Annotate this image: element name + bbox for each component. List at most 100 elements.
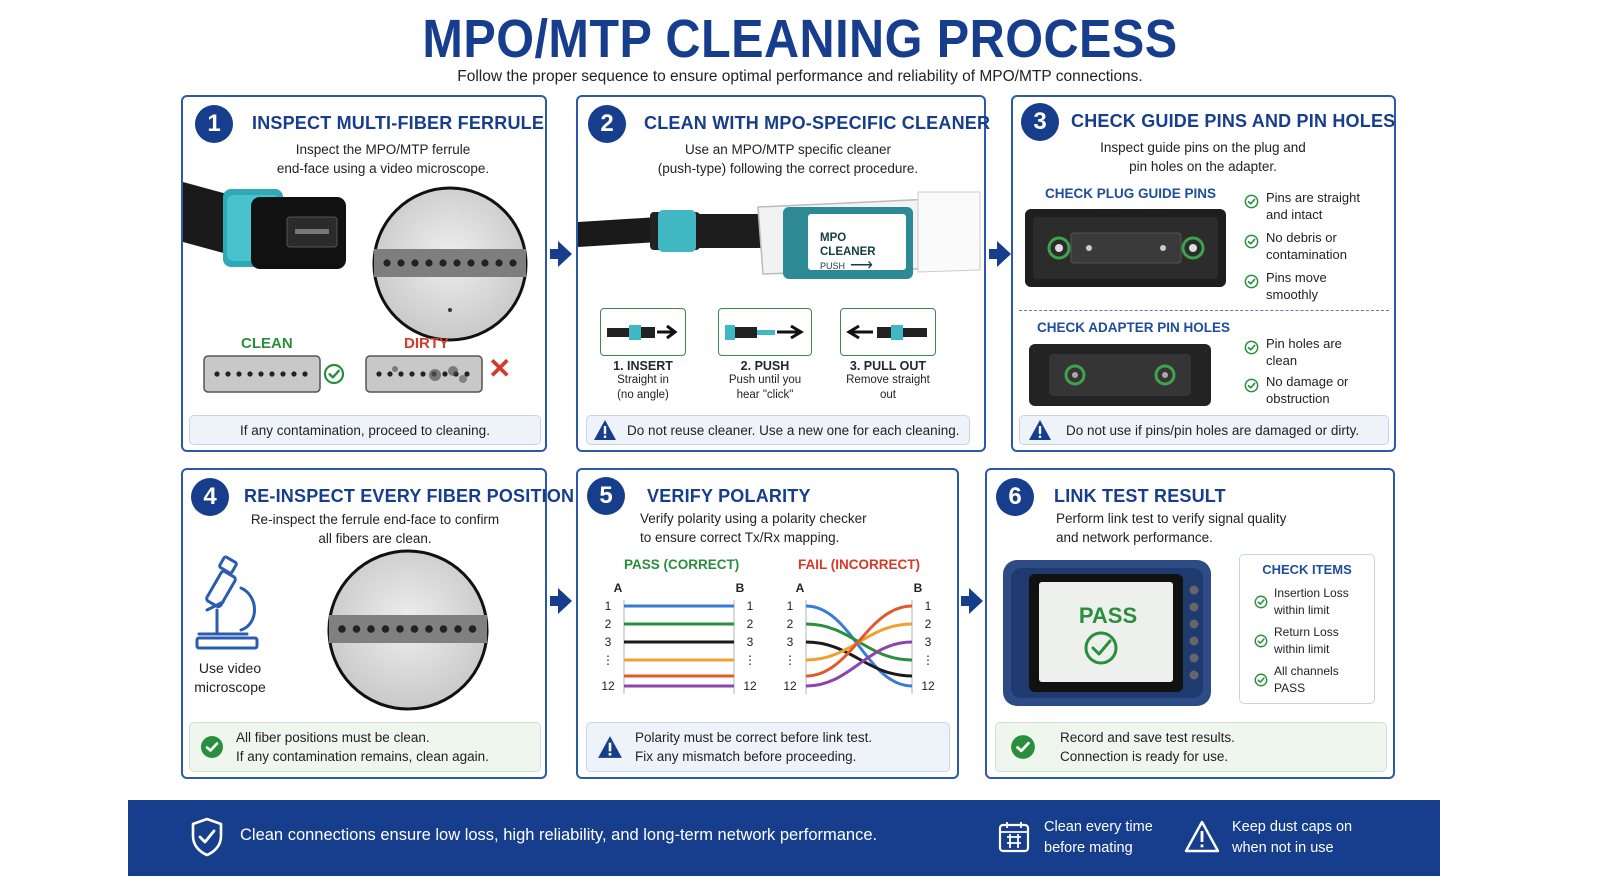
- fiber-dot: [410, 625, 419, 633]
- clean-check-icon: [323, 363, 345, 385]
- step-3-note: Do not use if pins/pin holes are damaged…: [1019, 415, 1389, 445]
- substep-insert-text: Straight in (no angle): [617, 374, 669, 401]
- fail-position-a-label: 1: [787, 599, 794, 613]
- warning-icon: [597, 735, 623, 759]
- fiber-dot: [442, 371, 448, 377]
- fail-fiber-line: [805, 640, 913, 688]
- step-5-number: 5: [587, 477, 625, 515]
- step-4-note: All fiber positions must be clean. If an…: [189, 722, 541, 772]
- pass-end-b-label: B: [736, 581, 745, 595]
- check-item-text: All channels PASS: [1274, 664, 1339, 695]
- adapter-holes-title: CHECK ADAPTER PIN HOLES: [1037, 320, 1231, 335]
- tester-screen-pass: PASS: [1078, 603, 1138, 628]
- fiber-dot: [225, 371, 231, 377]
- fiber-dot: [420, 371, 426, 377]
- fiber-dot: [495, 259, 503, 267]
- adapter-pin-holes-illustration: [1029, 344, 1211, 406]
- fiber-dot: [383, 259, 391, 267]
- fail-position-b-label: 3: [925, 635, 932, 649]
- substep-pull-out-title: 3. PULL OUT: [849, 359, 927, 373]
- fiber-dot: [464, 371, 470, 377]
- fiber-dot: [467, 259, 475, 267]
- check-icon: [1254, 673, 1268, 687]
- fiber-dot: [454, 625, 462, 633]
- fiber-dot: [425, 259, 433, 267]
- fail-position-b-label: ⋮: [922, 653, 934, 667]
- fail-position-b-label: 1: [925, 599, 932, 613]
- substep-pull-out: 3. PULL OUT Remove straight out: [833, 359, 943, 403]
- fail-fiber-line: [805, 604, 913, 688]
- step-1-title: INSPECT MULTI-FIBER FERRULE: [252, 113, 545, 133]
- substep-pull-out-text: Remove straight out: [846, 374, 930, 401]
- fiber-endface-scope-view: [372, 186, 528, 342]
- fiber-dot: [280, 371, 286, 377]
- fiber-dot: [367, 625, 375, 633]
- pass-correct-label: PASS (CORRECT): [624, 557, 740, 572]
- step-6-number: 6: [996, 478, 1034, 516]
- pass-position-b-label: 3: [747, 635, 754, 649]
- step-2-panel: 2 CLEAN WITH MPO-SPECIFIC CLEANER Use an…: [576, 95, 990, 452]
- check-icon: [1244, 194, 1259, 209]
- clean-label: CLEAN: [241, 335, 293, 352]
- check-icon: [1244, 378, 1259, 393]
- step-4-description: Re-inspect the ferrule end-face to confi…: [250, 512, 500, 546]
- step-3-panel: 3 CHECK GUIDE PINS AND PIN HOLES Inspect…: [1011, 95, 1396, 452]
- step-1-note: If any contamination, proceed to cleanin…: [189, 415, 541, 445]
- fiber-dot: [509, 259, 517, 267]
- pass-position-b-label: 12: [743, 679, 757, 693]
- cleaner-label: MPO CLEANER: [820, 232, 876, 258]
- fiber-dot: [214, 371, 220, 377]
- tester-button: [1189, 585, 1199, 595]
- push-arrow-icon: ⟶: [850, 257, 873, 274]
- fail-end-b-label: B: [914, 581, 923, 595]
- plug-pins-title: CHECK PLUG GUIDE PINS: [1045, 186, 1217, 201]
- plug-check-text: No debris or contamination: [1266, 230, 1347, 262]
- mpo-connector-illustration: [183, 182, 346, 269]
- step-1-panel: 1 INSPECT MULTI-FIBER FERRULE Inspect th…: [181, 95, 547, 452]
- pass-position-a-label: 3: [605, 635, 612, 649]
- step-4-number: 4: [191, 478, 229, 516]
- warning-triangle-icon: [1184, 820, 1220, 853]
- check-icon: [1244, 340, 1259, 355]
- tester-button: [1189, 636, 1199, 646]
- fiber-dot: [291, 371, 297, 377]
- fail-position-a-label: 12: [783, 679, 797, 693]
- step-5-note-text: Polarity must be correct before link tes…: [635, 730, 873, 764]
- fiber-dot: [258, 371, 264, 377]
- fiber-dot: [411, 259, 419, 267]
- pass-position-a-label: ⋮: [602, 653, 614, 667]
- step-1-note-text: If any contamination, proceed to cleanin…: [240, 422, 490, 438]
- fiber-dot: [247, 371, 253, 377]
- step-3-description: Inspect guide pins on the plug and pin h…: [1100, 140, 1306, 174]
- tester-button: [1189, 670, 1199, 680]
- check-item-text: Return Loss within limit: [1274, 625, 1339, 656]
- check-circle-icon: [201, 736, 223, 758]
- mpo-cleaner-illustration: [578, 191, 981, 279]
- reinspection-scope-view: [327, 549, 489, 711]
- fiber-dot: [481, 259, 489, 267]
- check-items-title: CHECK ITEMS: [1262, 562, 1352, 577]
- insert-step-illustration: [600, 308, 686, 356]
- plug-check-item: Pins are straight and intact: [1241, 189, 1391, 229]
- footer-tip-dust-caps: Keep dust caps on when not in use: [1232, 819, 1353, 856]
- check-item: Return Loss within limit: [1240, 624, 1374, 663]
- check-item: All channels PASS: [1240, 663, 1374, 702]
- step-3-number: 3: [1021, 103, 1059, 141]
- substep-push-title: 2. PUSH: [740, 359, 790, 373]
- fiber-dot: [409, 371, 415, 377]
- step-2-number: 2: [588, 105, 626, 143]
- substep-push: 2. PUSH Push until you hear "click": [710, 359, 820, 403]
- substep-push-text: Push until you hear "click": [728, 374, 802, 401]
- fiber-dot: [468, 625, 477, 633]
- fiber-dot: [396, 625, 404, 633]
- cleaner-push-label: PUSH: [820, 261, 846, 271]
- footer-banner: Clean connections ensure low loss, high …: [128, 800, 1440, 876]
- plug-check-item: Pins move smoothly: [1241, 269, 1391, 309]
- step-2-title: CLEAN WITH MPO-SPECIFIC CLEANER: [644, 113, 991, 133]
- step-6-description: Perform link test to verify signal quali…: [1056, 511, 1287, 545]
- fail-end-a-label: A: [796, 581, 805, 595]
- fiber-dot: [439, 259, 447, 267]
- step-6-panel: 6 LINK TEST RESULT Perform link test to …: [985, 468, 1395, 779]
- pass-position-a-label: 12: [601, 679, 615, 693]
- check-circle-icon: [1011, 735, 1035, 759]
